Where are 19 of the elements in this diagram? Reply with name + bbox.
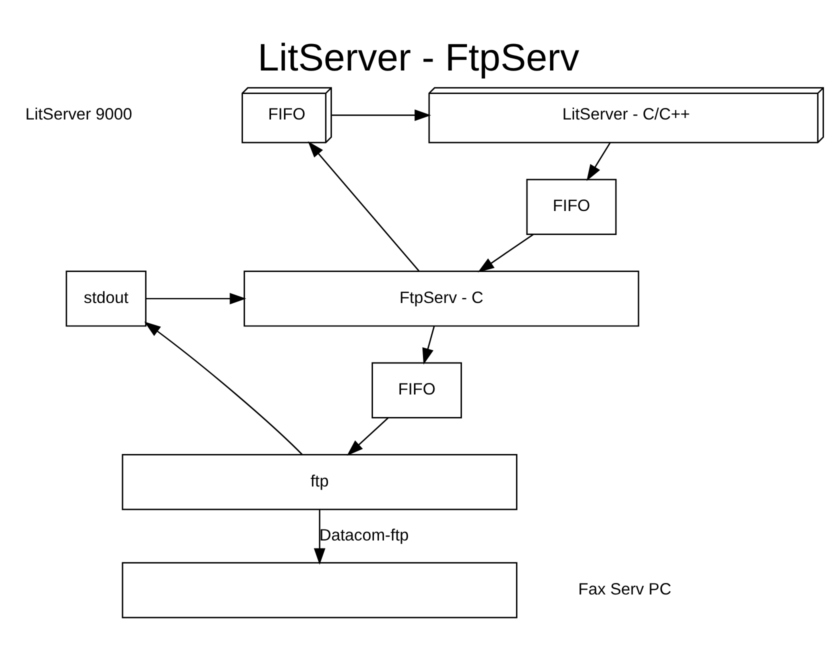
arrow <box>314 508 326 564</box>
node-box: ftp <box>122 453 518 510</box>
arrow <box>144 321 303 454</box>
arrow <box>346 416 389 456</box>
label: LitServer 9000 <box>25 104 132 123</box>
arrow <box>478 233 534 272</box>
node-box: FtpServ - C <box>244 270 640 326</box>
arrow <box>146 292 246 304</box>
arrow <box>422 326 435 364</box>
node-box: FIFO <box>526 178 617 234</box>
label: Fax Serv PC <box>578 580 672 598</box>
arrow <box>586 142 611 180</box>
node-box <box>122 562 518 618</box>
node-box: stdout <box>66 270 146 326</box>
node-box: FIFO <box>372 362 462 418</box>
edge-label: Datacom-ftp <box>319 526 409 544</box>
arrow <box>332 108 432 120</box>
diagram-title: LitServer - FtpServ <box>258 36 580 80</box>
arrow <box>308 140 420 271</box>
